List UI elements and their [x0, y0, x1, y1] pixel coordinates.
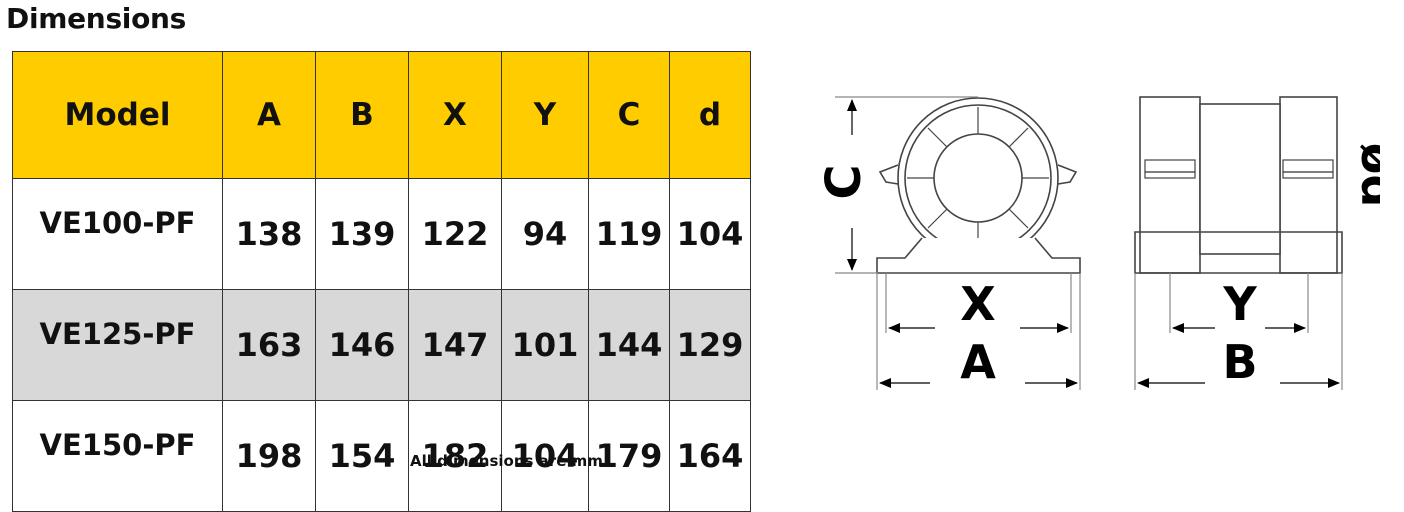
value-cell: 138: [222, 178, 316, 290]
side-right-block: [1279, 96, 1338, 274]
clamp-right: [1282, 159, 1334, 179]
label-c: C: [816, 164, 872, 199]
side-lug-left: [878, 164, 899, 185]
value-cell: 119: [588, 178, 670, 290]
header-b: B: [315, 51, 409, 179]
label-y: Y: [1222, 277, 1257, 331]
clamp-left: [1144, 159, 1196, 179]
table-row: VE125-PF 163 146 147 101 144 129: [12, 289, 751, 401]
label-a: A: [960, 335, 996, 389]
value-cell: 144: [588, 289, 670, 401]
value-cell: 94: [501, 178, 589, 290]
model-cell: VE150-PF: [12, 400, 223, 512]
header-d: d: [669, 51, 751, 179]
value-cell: 154: [315, 400, 409, 512]
header-x: X: [408, 51, 502, 179]
value-cell: 101: [501, 289, 589, 401]
table-row: VE150-PF 198 154 182 104 179 164: [12, 400, 751, 512]
front-view: [876, 97, 1081, 274]
value-cell: 198: [222, 400, 316, 512]
value-cell: 164: [669, 400, 751, 512]
dimension-drawing: C X A Y B ød: [816, 96, 1380, 390]
value-cell: 104: [669, 178, 751, 290]
page-title: Dimensions: [6, 2, 187, 35]
value-cell: 139: [315, 178, 409, 290]
model-cell: VE100-PF: [12, 178, 223, 290]
model-cell: VE125-PF: [12, 289, 223, 401]
label-b: B: [1222, 335, 1257, 389]
dimensions-table: Model A B X Y C d VE100-PF 138 139 122 9…: [12, 51, 751, 512]
value-cell: 163: [222, 289, 316, 401]
side-body: [1199, 103, 1281, 255]
value-cell: 147: [408, 289, 502, 401]
value-cell: 129: [669, 289, 751, 401]
mount-bracket: [876, 237, 1081, 274]
value-cell: 146: [315, 289, 409, 401]
header-model: Model: [12, 51, 223, 179]
dimension-lines: [835, 96, 1343, 390]
header-c: C: [588, 51, 670, 179]
table-header-row: Model A B X Y C d: [12, 51, 751, 179]
header-y: Y: [501, 51, 589, 179]
side-lug-right: [1057, 164, 1078, 185]
units-note: All dimensions are mm.: [410, 452, 609, 470]
value-cell: 122: [408, 178, 502, 290]
header-a: A: [222, 51, 316, 179]
side-left-block: [1139, 96, 1201, 274]
label-d: ød: [1351, 143, 1380, 208]
side-view: [1134, 96, 1343, 274]
table-row: VE100-PF 138 139 122 94 119 104: [12, 178, 751, 290]
label-x: X: [960, 277, 995, 331]
